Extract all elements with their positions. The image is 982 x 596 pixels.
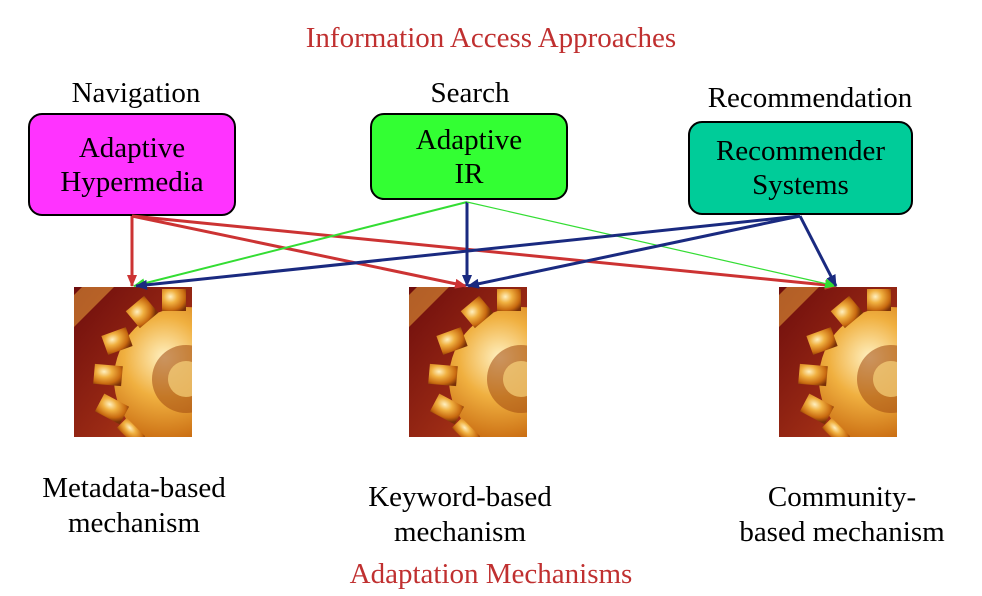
arrow-ir-to-community bbox=[466, 201, 837, 289]
box-adaptive-ir: Adaptive IR bbox=[370, 113, 568, 200]
top-title: Information Access Approaches bbox=[305, 22, 677, 54]
arrow-recommender-to-community bbox=[798, 215, 838, 287]
category-recommendation: Recommendation bbox=[707, 82, 913, 114]
box-recommender-systems-line1: Recommender bbox=[715, 135, 886, 167]
mechanism-keyword-based: Keyword-based mechanism bbox=[340, 480, 580, 550]
box-adaptive-hypermedia-line2: Hypermedia bbox=[60, 165, 204, 198]
arrow-recommender-to-metadata bbox=[135, 214, 801, 290]
mechanism-metadata-based: Metadata-based mechanism bbox=[14, 471, 254, 541]
mechanism-keyword-line2: mechanism bbox=[393, 516, 527, 548]
mechanism-metadata-line1: Metadata-based bbox=[42, 472, 226, 504]
arrow-hypermedia-to-community bbox=[131, 214, 837, 290]
mechanism-community-line2: based mechanism bbox=[739, 516, 945, 548]
category-search: Search bbox=[430, 77, 510, 109]
mechanism-community-line1: Community- bbox=[767, 481, 917, 513]
bottom-title: Adaptation Mechanisms bbox=[349, 558, 633, 590]
mechanism-keyword-line1: Keyword-based bbox=[368, 481, 552, 513]
box-adaptive-hypermedia-line1: Adaptive bbox=[78, 131, 186, 164]
box-recommender-systems-line2: Systems bbox=[752, 169, 849, 201]
mechanism-metadata-line2: mechanism bbox=[67, 507, 201, 539]
box-adaptive-ir-line1: Adaptive bbox=[415, 123, 523, 156]
arrow-recommender-to-keyword bbox=[467, 214, 801, 289]
arrow-ir-to-metadata bbox=[133, 201, 468, 289]
category-navigation: Navigation bbox=[71, 77, 201, 109]
box-adaptive-hypermedia: Adaptive Hypermedia bbox=[28, 113, 236, 216]
box-recommender-systems: Recommender Systems bbox=[688, 121, 913, 215]
mechanism-community-based: Community- based mechanism bbox=[712, 480, 972, 550]
box-adaptive-ir-line2: IR bbox=[454, 157, 484, 190]
arrow-hypermedia-to-keyword bbox=[131, 214, 467, 289]
